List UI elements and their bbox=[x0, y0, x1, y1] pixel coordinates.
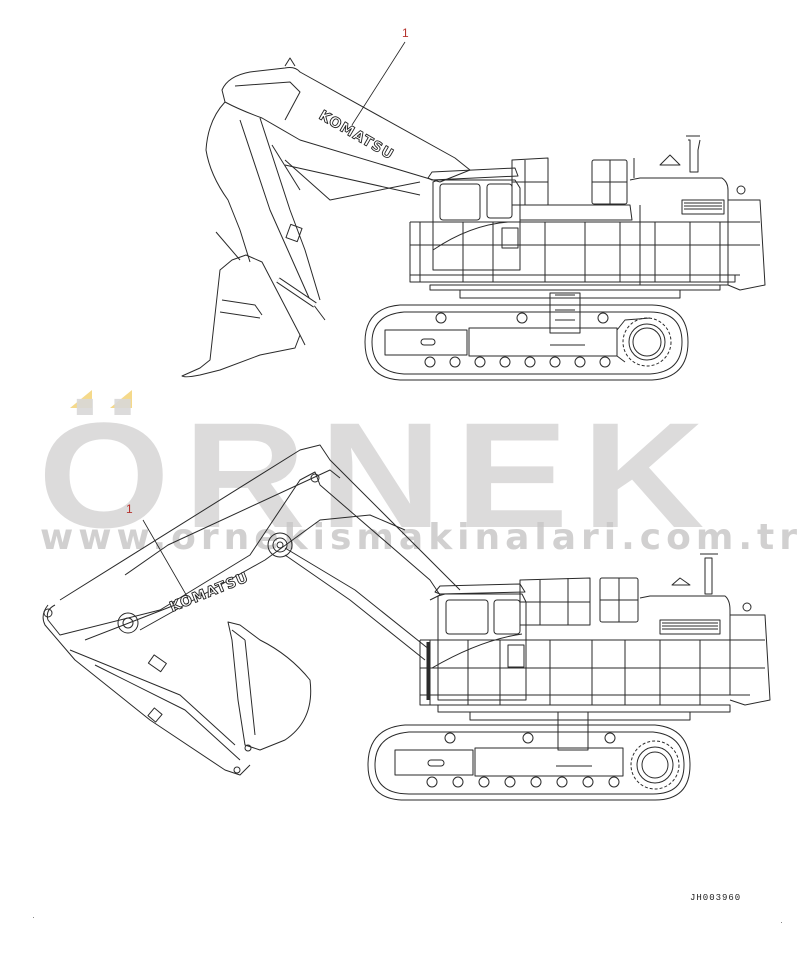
callout-leader-top bbox=[351, 41, 406, 126]
svg-text:KOMATSU: KOMATSU bbox=[316, 108, 397, 164]
shovel-undercarriage bbox=[364, 289, 689, 381]
corner-mark bbox=[33, 917, 34, 918]
callout-leader-bottom bbox=[142, 519, 189, 599]
drawing-id: JH003960 bbox=[690, 893, 742, 903]
backhoe-undercarriage bbox=[367, 711, 691, 801]
track-rollers bbox=[426, 776, 620, 788]
backhoe-upper-structure bbox=[419, 553, 771, 713]
shovel-upper-structure bbox=[409, 135, 766, 291]
callout-number-top: 1 bbox=[402, 26, 409, 40]
svg-text:KOMATSU: KOMATSU bbox=[168, 569, 252, 615]
watermark-url: www.ornekismakinalari.com.tr bbox=[40, 517, 803, 558]
callout-number-bottom: 1 bbox=[126, 502, 133, 516]
watermark-brand: ÖRNEK bbox=[38, 391, 718, 559]
corner-mark bbox=[781, 922, 782, 923]
backhoe-view: KOMATSU bbox=[42, 444, 771, 801]
track-rollers bbox=[424, 356, 611, 368]
shovel-view: KOMATSU bbox=[181, 41, 766, 381]
